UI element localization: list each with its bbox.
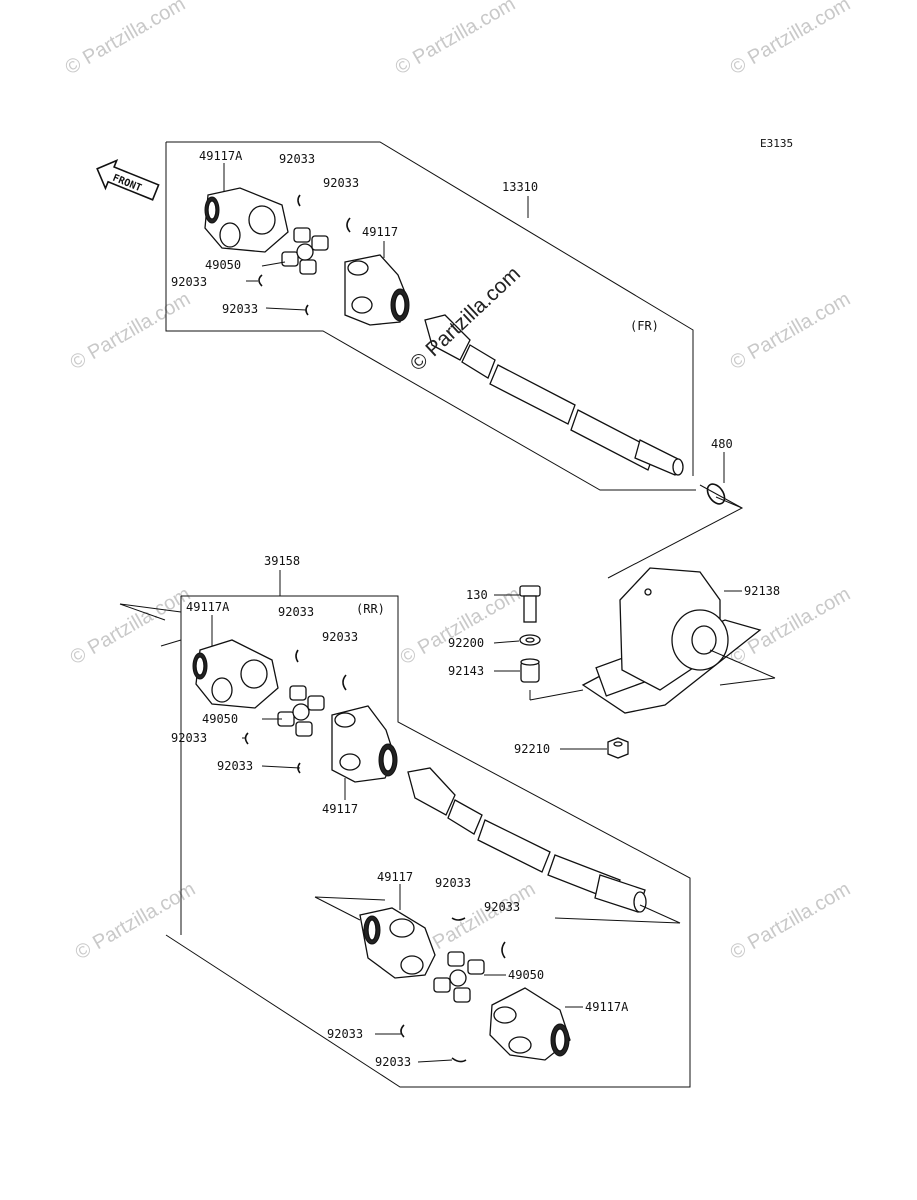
label-front-clip-4: 92033 <box>222 302 258 316</box>
watermark: © Partzilla.com <box>727 0 855 79</box>
collar <box>520 658 540 683</box>
label-rear-clip-3: 92033 <box>171 731 207 745</box>
label-rear-clip-1: 92033 <box>278 605 314 619</box>
rear2-yoke-a <box>489 987 571 1061</box>
bearing-housing <box>581 567 776 714</box>
rear2-yoke <box>359 907 436 979</box>
label-front-shaft: 13310 <box>502 180 538 194</box>
label-rear-joint: 49050 <box>202 712 238 726</box>
front-shaft <box>424 314 684 476</box>
label-rear2-clip-2: 92033 <box>484 900 520 914</box>
label-front-clip-1: 92033 <box>279 152 315 166</box>
watermark: © Partzilla.com <box>397 583 525 669</box>
rear2-clips <box>400 917 506 1063</box>
label-rear-yoke-a: 49117A <box>186 600 230 614</box>
part-labels: 49117A 92033 92033 13310 49117 49050 920… <box>171 149 780 1069</box>
label-nut: 92210 <box>514 742 550 756</box>
bolt <box>519 585 541 623</box>
label-circlip: 480 <box>711 437 733 451</box>
label-washer: 92200 <box>448 636 484 650</box>
watermark: © Partzilla.com <box>62 0 190 79</box>
circlip <box>706 483 726 505</box>
nut <box>607 737 629 759</box>
label-collar: 92143 <box>448 664 484 678</box>
label-bearing-housing: 92138 <box>744 584 780 598</box>
label-rear2-clip-1: 92033 <box>435 876 471 890</box>
rear2-connection-lines <box>314 896 681 924</box>
label-front-clip-3: 92033 <box>171 275 207 289</box>
label-rear2-joint: 49050 <box>508 968 544 982</box>
front-yoke-a <box>204 187 289 253</box>
rear-assembly-outline <box>119 570 691 1088</box>
label-rear-yoke: 49117 <box>322 802 358 816</box>
watermark: © Partzilla.com <box>727 288 855 374</box>
label-bolt: 130 <box>466 588 488 602</box>
watermark: © Partzilla.com <box>392 0 520 79</box>
label-rear2-yoke: 49117 <box>377 870 413 884</box>
label-front-yoke: 49117 <box>362 225 398 239</box>
label-rear-shaft: 39158 <box>264 554 300 568</box>
rear-yoke-a <box>192 639 279 709</box>
front-arrow-icon: FRONT <box>96 158 160 201</box>
label-rear2-clip-3: 92033 <box>327 1027 363 1041</box>
watermark: © Partzilla.com <box>727 878 855 964</box>
label-front-clip-2: 92033 <box>323 176 359 190</box>
label-front-section: (FR) <box>630 319 659 333</box>
washer <box>519 634 541 646</box>
label-rear-clip-2: 92033 <box>322 630 358 644</box>
rear-yoke <box>331 705 398 783</box>
front-universal-joint <box>281 227 329 275</box>
rear-universal-joint <box>277 685 325 737</box>
front-assembly-outline <box>165 141 696 491</box>
watermark: © Partzilla.com <box>67 583 195 669</box>
leader-lines <box>211 163 742 1063</box>
connection-lines <box>607 484 744 579</box>
rear-shaft <box>407 767 647 913</box>
label-front-joint: 49050 <box>205 258 241 272</box>
front-clips <box>258 194 351 316</box>
label-rear2-yoke-a: 49117A <box>585 1000 629 1014</box>
watermark: © Partzilla.com <box>72 878 200 964</box>
label-rear-clip-4: 92033 <box>217 759 253 773</box>
label-rear-section: (RR) <box>356 602 385 616</box>
rear2-universal-joint <box>433 951 485 1003</box>
label-rear2-clip-4: 92033 <box>375 1055 411 1069</box>
front-yoke <box>344 254 410 326</box>
diagram-code: E3135 <box>760 137 793 150</box>
label-front-yoke-a: 49117A <box>199 149 243 163</box>
